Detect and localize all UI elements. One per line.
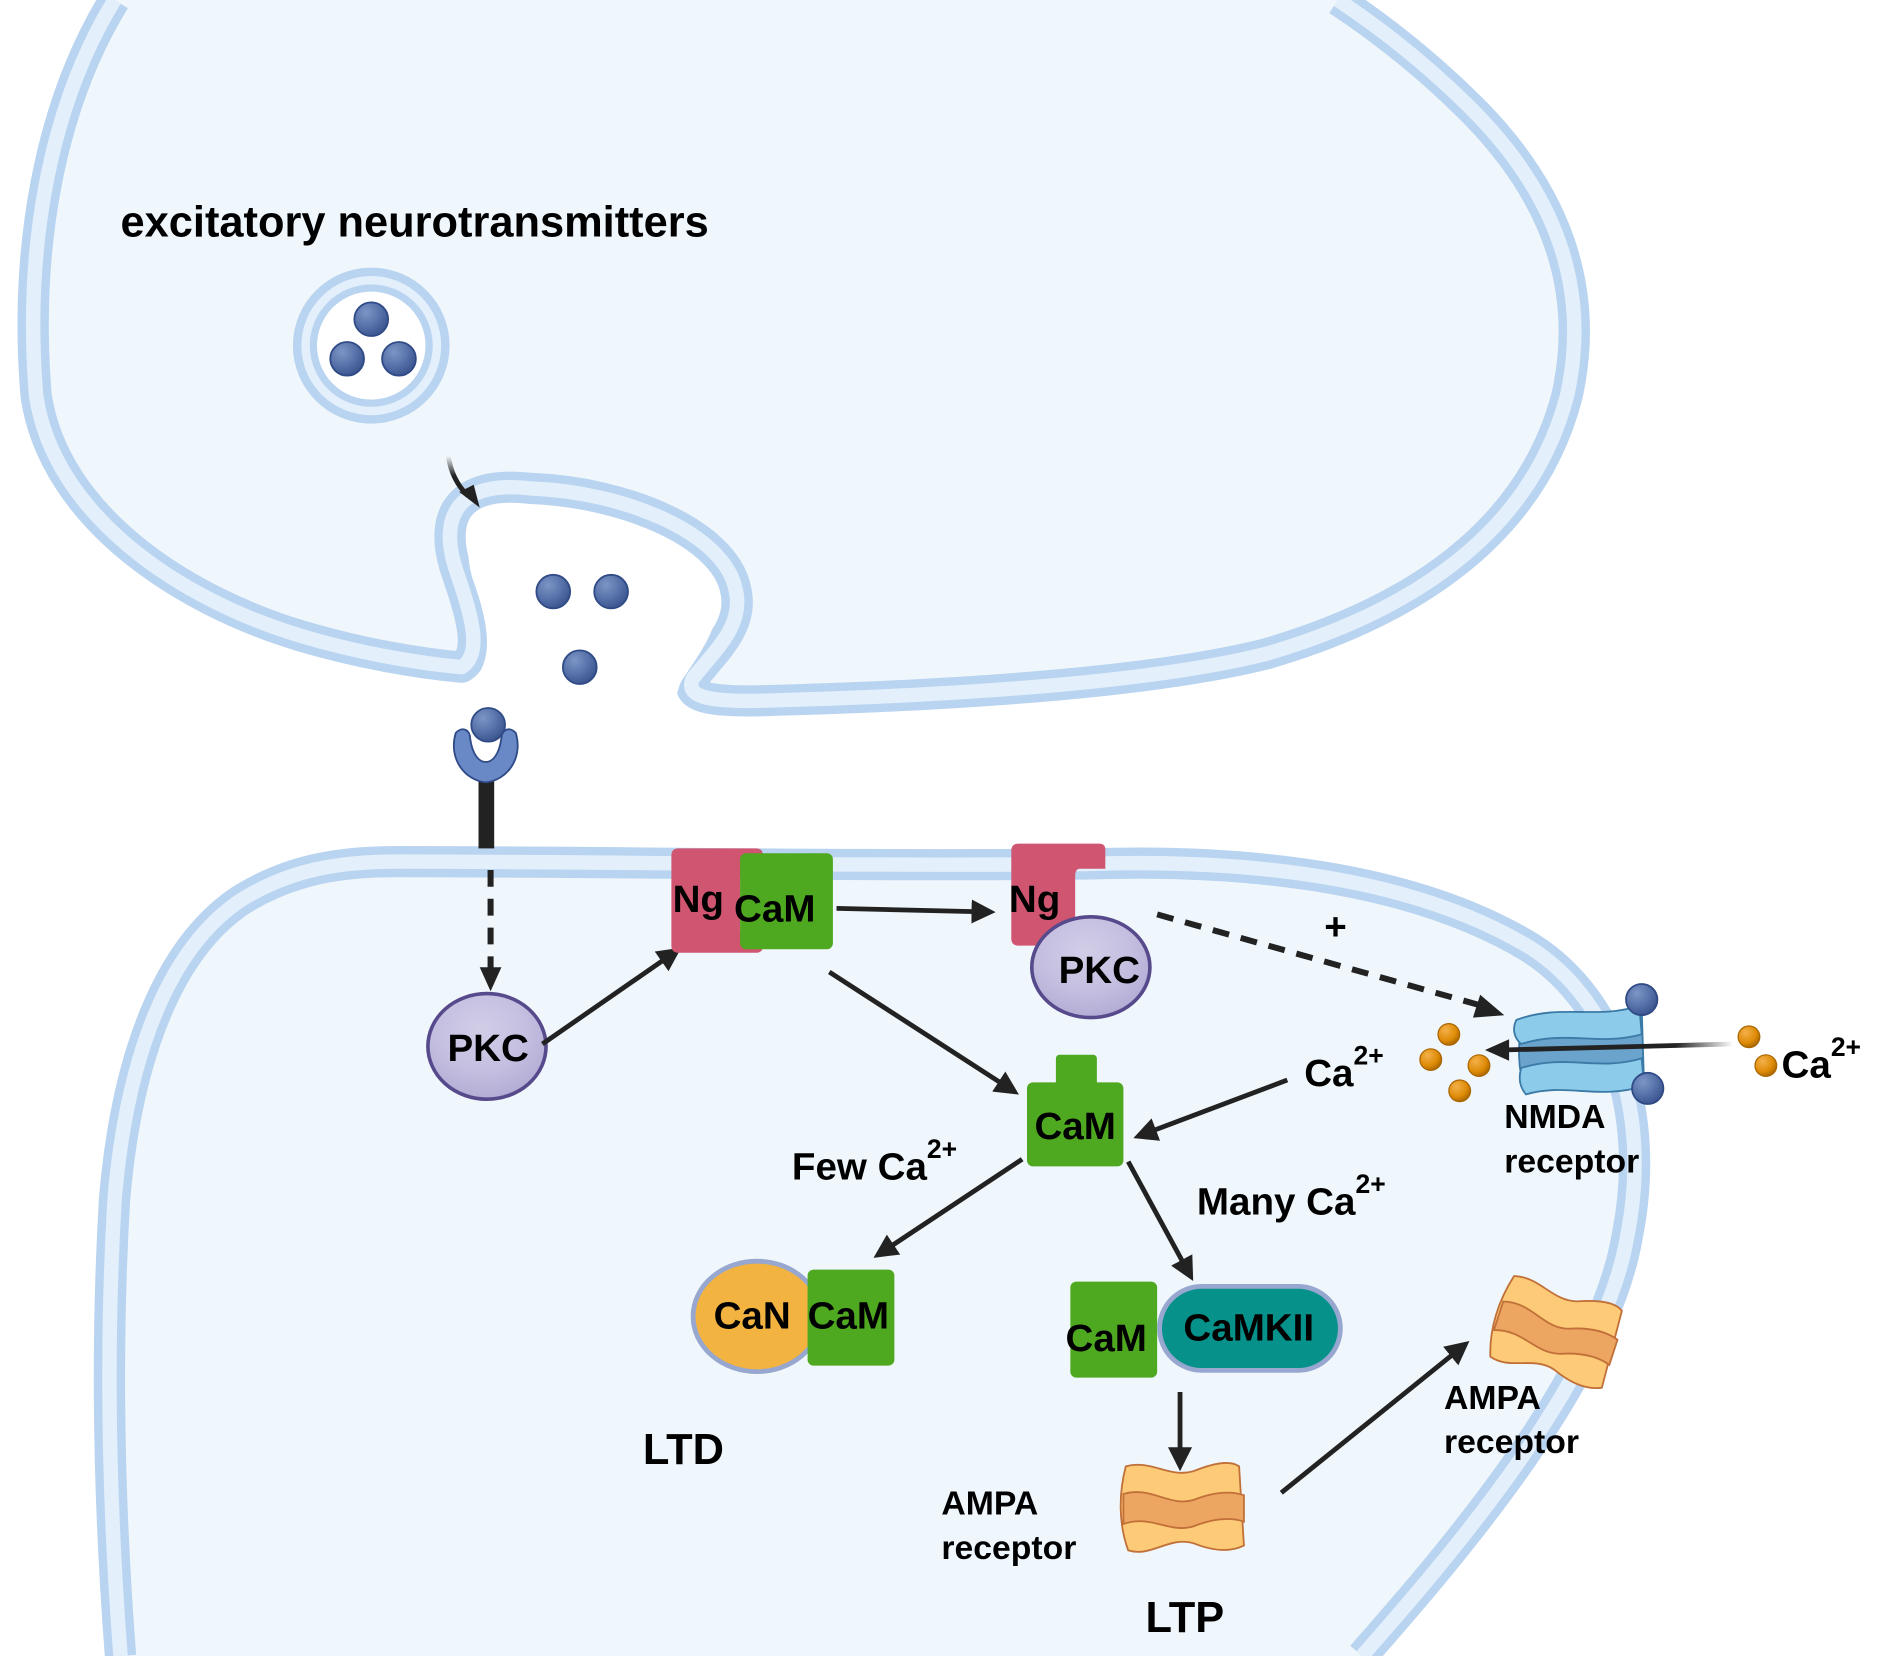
postsynaptic-cytoplasm [109, 861, 1635, 1656]
ltp-label: LTP [1146, 1594, 1225, 1642]
postsynaptic-terminal: PKC Ng CaM Ng PKC + CaM [93, 707, 1734, 1656]
fusion-pocket [468, 506, 719, 720]
ng-pkc-complex: Ng PKC [1009, 843, 1152, 1020]
arrow-pkc-to-ng-cam [541, 947, 682, 1046]
calcium-ion [1467, 1054, 1491, 1077]
arrow-ng-cam-to-ng-pkc [836, 899, 996, 924]
receptor-cup-icon [453, 728, 519, 784]
synaptic-vesicle [292, 267, 450, 424]
neurotransmitter-molecule [561, 649, 598, 685]
bound-neurotransmitter [470, 707, 506, 743]
can-cam-complex: CaN CaM [690, 1258, 895, 1374]
neurotransmitter-title: excitatory neurotransmitters [121, 198, 709, 246]
calcium-ions-extracellular: Ca2+ [1737, 1025, 1862, 1087]
few-ca-label: Few Ca2+ [792, 1134, 957, 1189]
neurotransmitter-molecule [535, 573, 572, 610]
calcium-ion [1419, 1048, 1443, 1071]
nmda-receptor [1513, 983, 1665, 1105]
calcium-ion [1448, 1079, 1472, 1103]
cam-label: CaM [1066, 1317, 1147, 1360]
many-ca-label: Many Ca2+ [1197, 1169, 1386, 1224]
ampa-receptor-membrane [1489, 1275, 1623, 1390]
calcium-influx-arrow [1501, 1041, 1734, 1053]
ng-label: Ng [1009, 878, 1060, 921]
ng-cam-complex: Ng CaM [671, 848, 833, 953]
plus-sign: + [1324, 906, 1347, 949]
cam-shape [740, 853, 833, 950]
arrow-ampa-insertion [1279, 1340, 1470, 1495]
cam-label: CaM [734, 888, 815, 931]
ltd-label: LTD [643, 1426, 724, 1474]
neurotransmitter-molecule [329, 341, 365, 377]
ca-ion-label-inner: Ca2+ [1304, 1040, 1384, 1095]
presynaptic-cytoplasm [33, 0, 1575, 701]
glutamate-receptor [453, 707, 519, 849]
ampa-lower-label-line2: receptor [941, 1530, 1076, 1567]
ng-shape [1011, 843, 1106, 946]
ng-label: Ng [673, 878, 724, 921]
arrow-cam-to-can [873, 1157, 1024, 1258]
cam-label: CaM [1034, 1105, 1115, 1148]
release-arrow-head [459, 484, 480, 508]
nmda-ligand [1631, 1071, 1665, 1105]
presynaptic-terminal: excitatory neurotransmitters [17, 0, 1590, 720]
calcium-ion [1754, 1054, 1778, 1077]
ca-ion-label-outer: Ca2+ [1782, 1032, 1862, 1087]
pkc-label: PKC [447, 1027, 528, 1070]
cam-label: CaM [808, 1294, 889, 1337]
neurotransmitter-molecule [593, 573, 629, 610]
nmda-ligand [1625, 983, 1659, 1017]
calcium-ion [1437, 1022, 1461, 1046]
neurotransmitter-molecule [381, 341, 417, 377]
arrow-release-cam [827, 969, 1019, 1095]
receptor-stalk [478, 774, 495, 849]
can-label: CaN [714, 1294, 791, 1337]
nmda-label-line2: receptor [1504, 1143, 1639, 1180]
ampa-receptor-cytoplasmic [1119, 1461, 1245, 1553]
arrowhead [479, 967, 502, 992]
arrow-cam-to-camkii [1126, 1160, 1194, 1282]
ampa-lower-label-line1: AMPA [941, 1485, 1038, 1522]
pkc-label: PKC [1059, 949, 1140, 992]
ampa-upper-label-line1: AMPA [1444, 1380, 1541, 1417]
calcium-ions-intracellular [1419, 1022, 1491, 1103]
arrowhead [1472, 994, 1505, 1018]
calcium-ion [1737, 1025, 1761, 1049]
ampa-upper-label-line2: receptor [1444, 1424, 1579, 1461]
nmda-label-line1: NMDA [1504, 1099, 1605, 1136]
camkii-label: CaMKII [1183, 1306, 1314, 1349]
neurotransmitter-molecule [353, 301, 390, 337]
arrowhead [1485, 1039, 1510, 1061]
cam-center: CaM [1026, 1054, 1124, 1167]
arrow-ca-to-cam [1133, 1077, 1289, 1141]
pkc-free: PKC [426, 991, 548, 1101]
cam-camkii-complex: CaM CaMKII [1066, 1281, 1343, 1378]
